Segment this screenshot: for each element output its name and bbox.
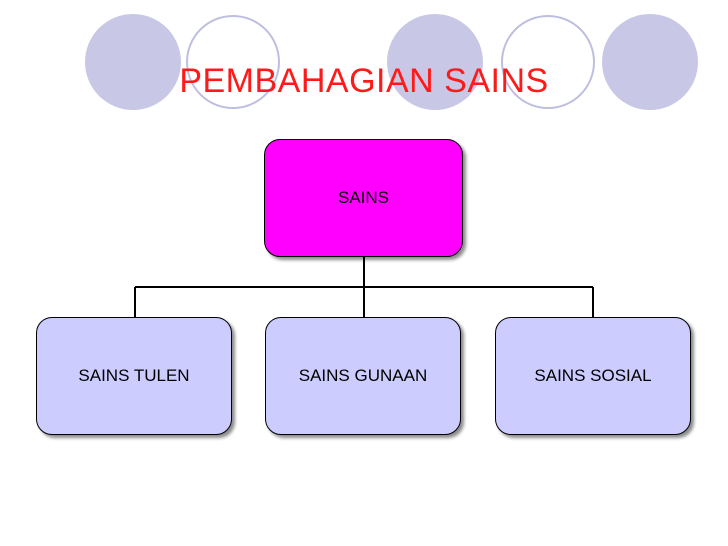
root-node-label: SAINS bbox=[337, 188, 390, 207]
deco-circle-ring bbox=[186, 15, 280, 109]
deco-circle-ring bbox=[501, 15, 595, 109]
slide-title: PEMBAHAGIAN SAINS bbox=[179, 62, 549, 100]
child-node-label: SAINS SOSIAL bbox=[534, 366, 652, 385]
deco-circle-filled bbox=[85, 14, 181, 110]
deco-circle-filled bbox=[602, 14, 698, 110]
child-node-sains-sosial: SAINS SOSIAL bbox=[495, 317, 691, 435]
child-node-sains-tulen: SAINS TULEN bbox=[36, 317, 232, 435]
root-node: SAINS bbox=[264, 139, 463, 257]
child-node-sains-gunaan: SAINS GUNAAN bbox=[265, 317, 461, 435]
deco-circle-filled bbox=[387, 14, 483, 110]
child-node-label: SAINS TULEN bbox=[78, 366, 190, 385]
child-node-label: SAINS GUNAAN bbox=[298, 366, 428, 385]
decorative-circles bbox=[85, 14, 698, 110]
